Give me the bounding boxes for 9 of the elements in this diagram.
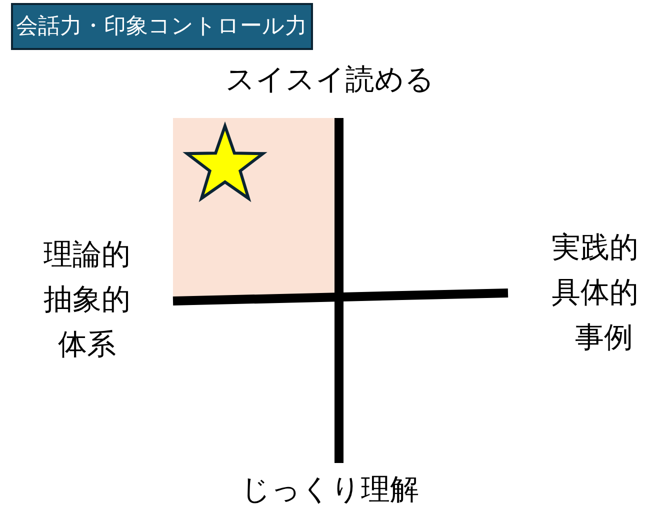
axis-label: 具体的 xyxy=(552,275,638,309)
title-banner: 会話力・印象コントロール力 xyxy=(11,3,313,50)
axis-label: 実践的 xyxy=(552,230,638,264)
axis-label: じっくり理解 xyxy=(241,472,419,506)
axis-label: 抽象的 xyxy=(44,282,130,316)
axis-label: スイスイ読める xyxy=(226,62,434,96)
axis-label: 理論的 xyxy=(44,237,130,271)
axis-label: 事例 xyxy=(575,320,633,354)
axis-label: 体系 xyxy=(58,327,116,361)
